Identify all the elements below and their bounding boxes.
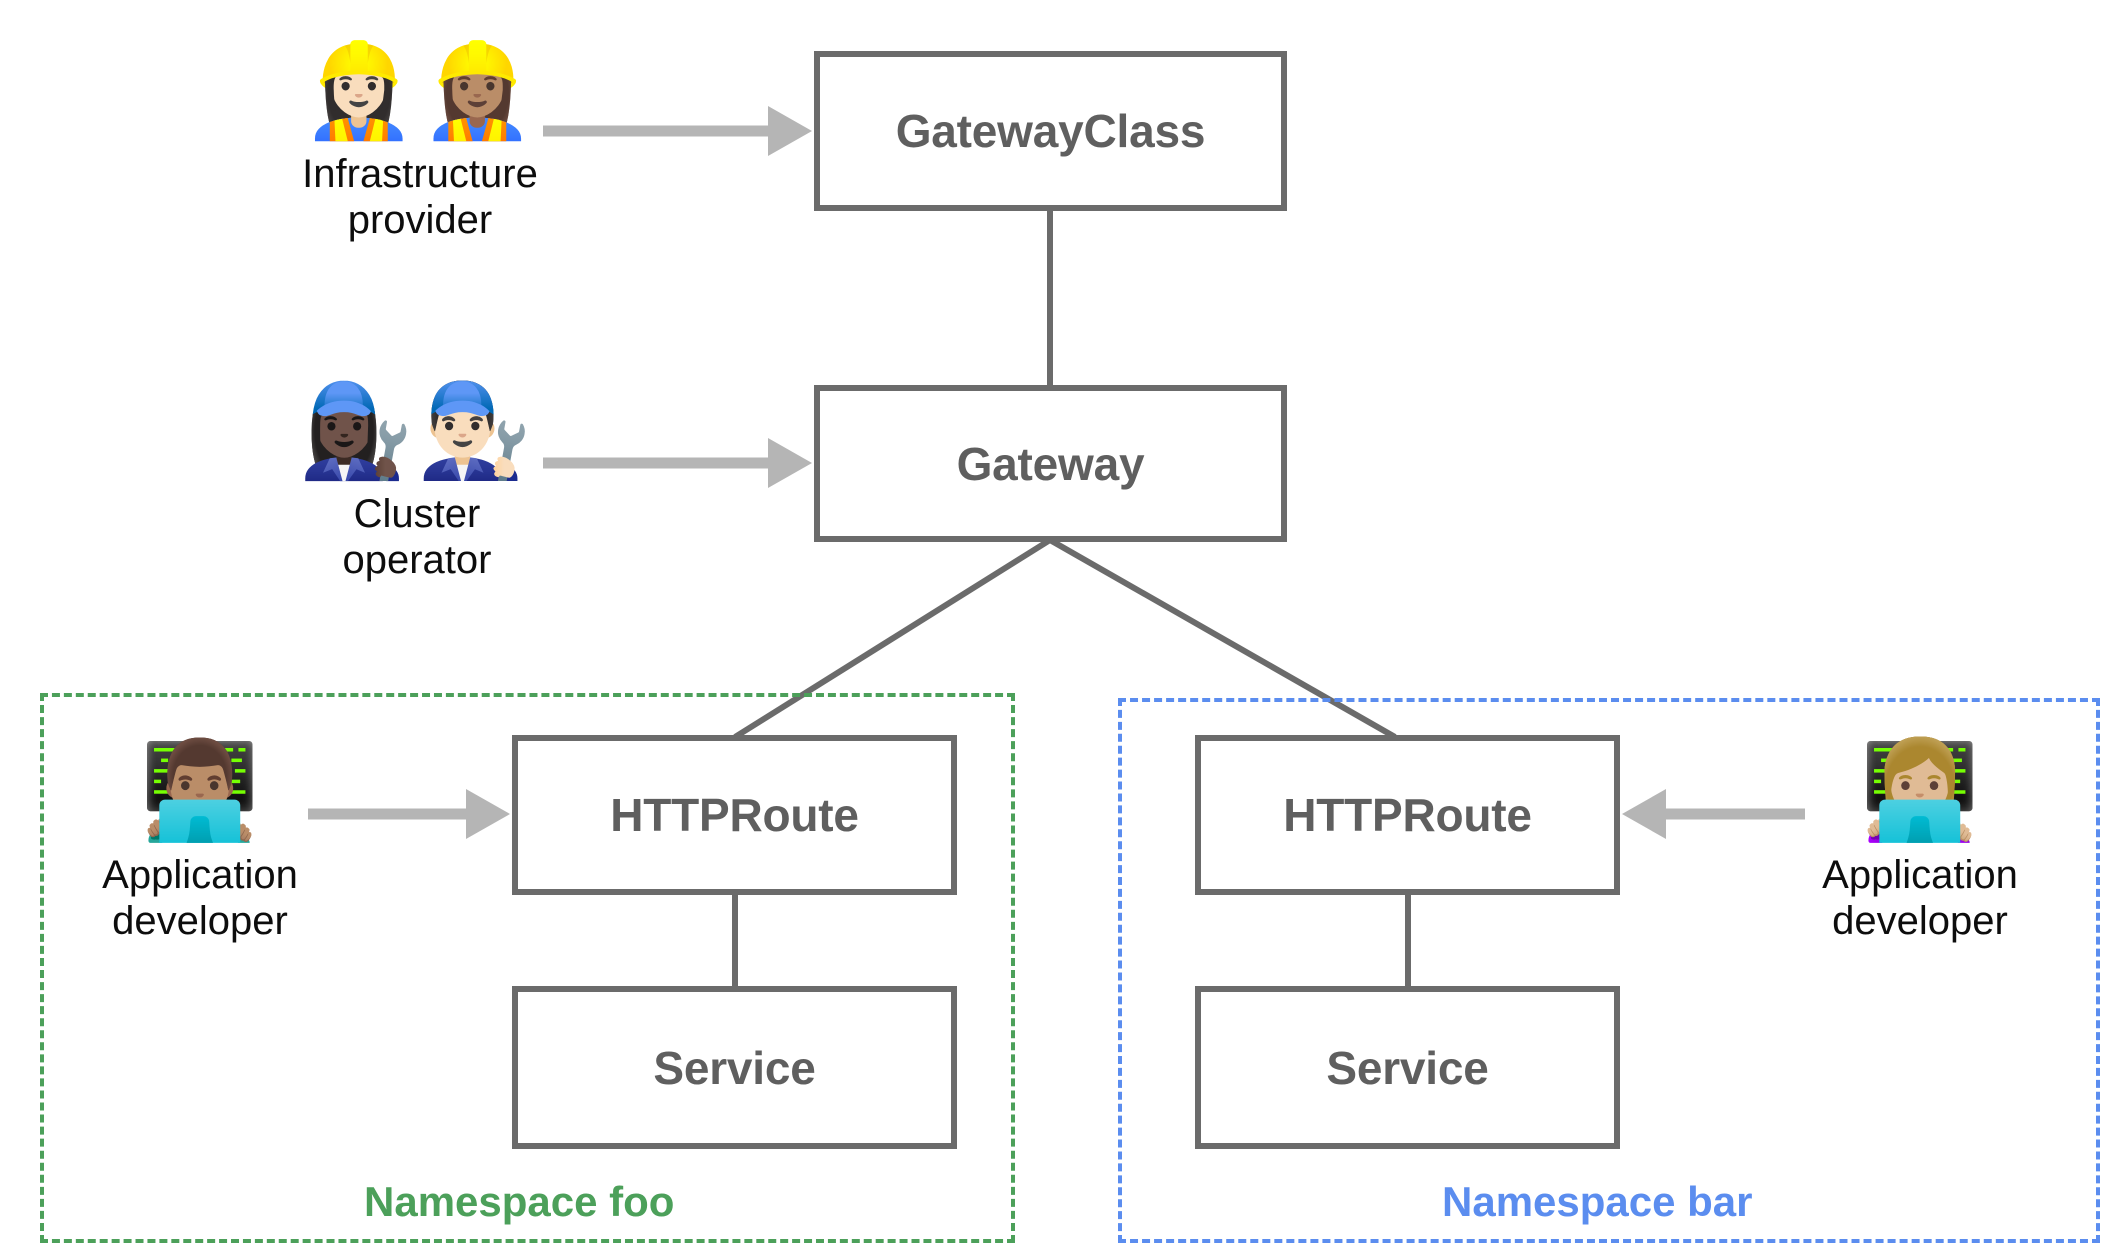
namespace-label-foo: Namespace foo <box>364 1178 675 1225</box>
node-label-gatewayclass: GatewayClass <box>895 105 1206 157</box>
persona-label-application-developer-bar: Application developer <box>1822 853 2018 944</box>
arrow-infra-to-gatewayclass <box>543 106 812 156</box>
node-label-gateway: Gateway <box>956 437 1145 490</box>
namespace-box-foo <box>40 693 1015 1243</box>
node-gatewayclass: GatewayClass <box>814 51 1287 211</box>
arrow-head <box>768 438 812 488</box>
construction-workers-emoji: 👷🏻‍♀️👷🏽‍♀️ <box>301 37 539 144</box>
namespace-label-bar: Namespace bar <box>1442 1178 1753 1225</box>
mechanics-emoji: 👩🏿‍🔧👨🏻‍🔧 <box>298 377 536 484</box>
node-gateway: Gateway <box>814 385 1287 542</box>
arrow-head <box>1622 789 1666 839</box>
persona-application-developer-bar: 👩🏼‍💻Application developer <box>1800 742 2040 945</box>
node-httproute-foo: HTTPRoute <box>512 735 957 895</box>
connector-gateway-to-httproute-foo <box>733 537 1052 740</box>
developer-emoji: 👩🏼‍💻 <box>1860 734 1980 846</box>
node-label-service-foo: Service <box>653 1041 816 1094</box>
node-service-foo: Service <box>512 986 957 1149</box>
persona-infrastructure-provider: 👷🏻‍♀️👷🏽‍♀️Infrastructure provider <box>275 45 565 244</box>
persona-application-developer-foo: 👨🏽‍💻Application developer <box>80 742 320 945</box>
persona-label-application-developer-foo: Application developer <box>102 853 298 944</box>
arrow-operator-to-gateway <box>543 438 812 488</box>
arrow-devbar-to-httproute <box>1622 789 1805 839</box>
node-label-httproute-foo: HTTPRoute <box>610 789 859 841</box>
developer-emoji: 👨🏽‍💻 <box>140 734 260 846</box>
arrow-devfoo-to-httproute <box>308 789 510 839</box>
persona-cluster-operator: 👩🏿‍🔧👨🏻‍🔧Cluster operator <box>272 385 562 584</box>
connector-gateway-to-httproute-bar <box>1048 537 1397 740</box>
persona-label-cluster-operator: Cluster operator <box>342 492 492 583</box>
persona-label-infrastructure-provider: Infrastructure provider <box>302 152 538 243</box>
node-service-bar: Service <box>1195 986 1620 1149</box>
node-label-service-bar: Service <box>1326 1041 1489 1094</box>
persona-arrows <box>308 106 1805 839</box>
connector-lines <box>732 211 1411 988</box>
namespace-box-bar <box>1118 698 2100 1243</box>
node-httproute-bar: HTTPRoute <box>1195 735 1620 895</box>
arrow-head <box>768 106 812 156</box>
node-label-httproute-bar: HTTPRoute <box>1283 789 1532 841</box>
arrow-head <box>466 789 510 839</box>
